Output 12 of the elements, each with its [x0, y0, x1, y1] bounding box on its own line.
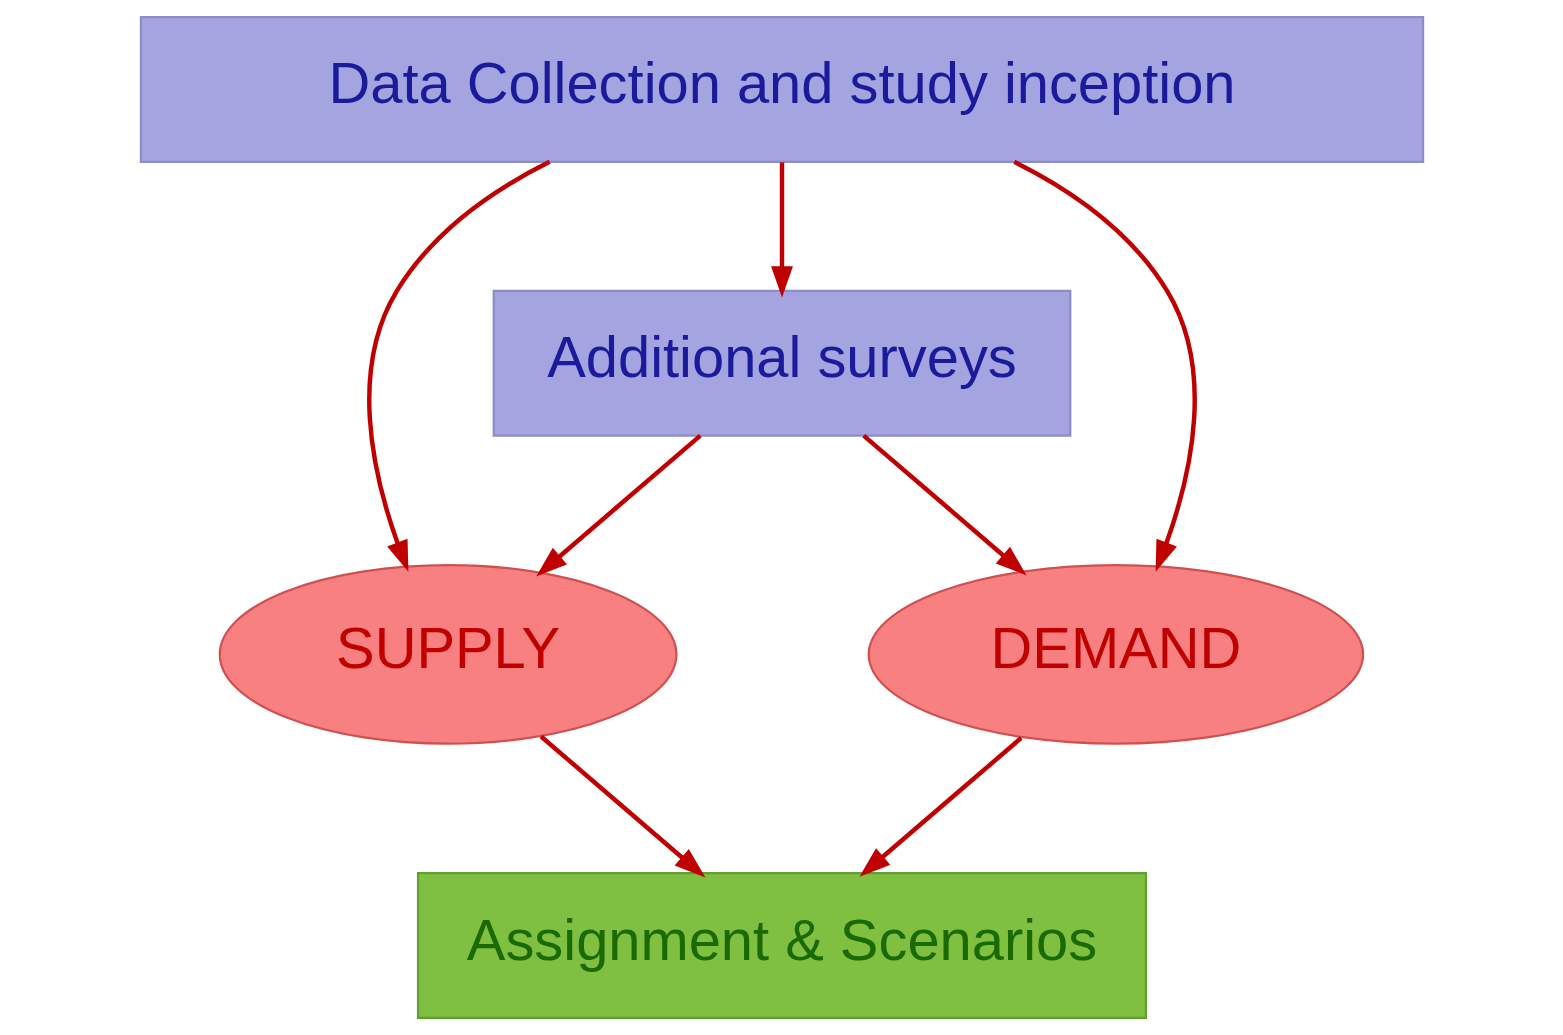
arrow [770, 162, 793, 298]
arrow [861, 433, 1027, 576]
node-ellipse: DEMAND [867, 564, 1364, 745]
arrow [539, 734, 705, 878]
arrow [535, 433, 702, 577]
node-box: Additional surveys [492, 289, 1071, 437]
arrow [366, 159, 551, 572]
node-ellipse: SUPPLY [218, 564, 677, 745]
arrow [1012, 159, 1197, 572]
node-box: Data Collection and study inception [139, 15, 1424, 163]
node-box: Assignment & Scenarios [416, 872, 1147, 1020]
arrow [858, 736, 1023, 877]
